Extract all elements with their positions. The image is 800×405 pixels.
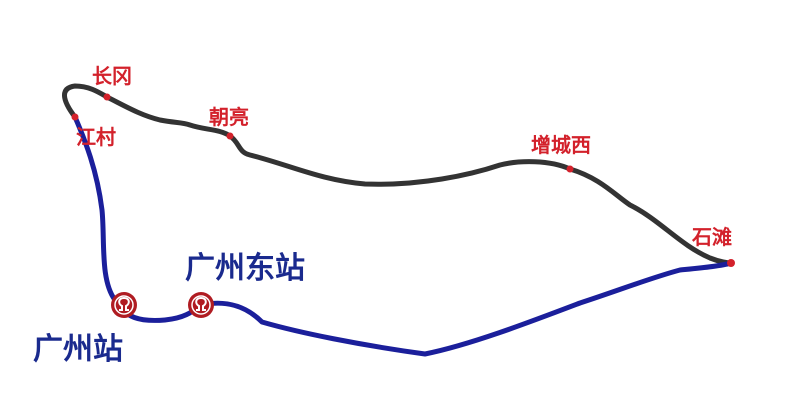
station-dot-changgang[interactable] — [103, 93, 111, 101]
station-label-jiangcun: 江村 — [76, 125, 116, 149]
station-label-zengchengxi: 增城西 — [531, 133, 591, 157]
gray-rail-line — [62, 83, 734, 266]
station-label-chaoliang: 朝亮 — [209, 105, 249, 129]
station-label-changgang: 长冈 — [92, 64, 132, 88]
station-label-guangzhou-east: 广州东站 — [185, 251, 305, 286]
station-dot-jiangcun[interactable] — [71, 113, 79, 121]
station-dot-zengchengxi[interactable] — [566, 165, 574, 173]
blue-rail-line — [72, 114, 734, 357]
station-label-guangzhou: 广州站 — [33, 332, 123, 367]
station-label-shitan: 石滩 — [692, 225, 732, 249]
station-dot-chaoliang[interactable] — [226, 132, 234, 140]
railway-logo-icon[interactable] — [111, 292, 137, 318]
railway-logo-icon[interactable] — [188, 292, 214, 318]
station-dot-shitan[interactable] — [727, 259, 735, 267]
